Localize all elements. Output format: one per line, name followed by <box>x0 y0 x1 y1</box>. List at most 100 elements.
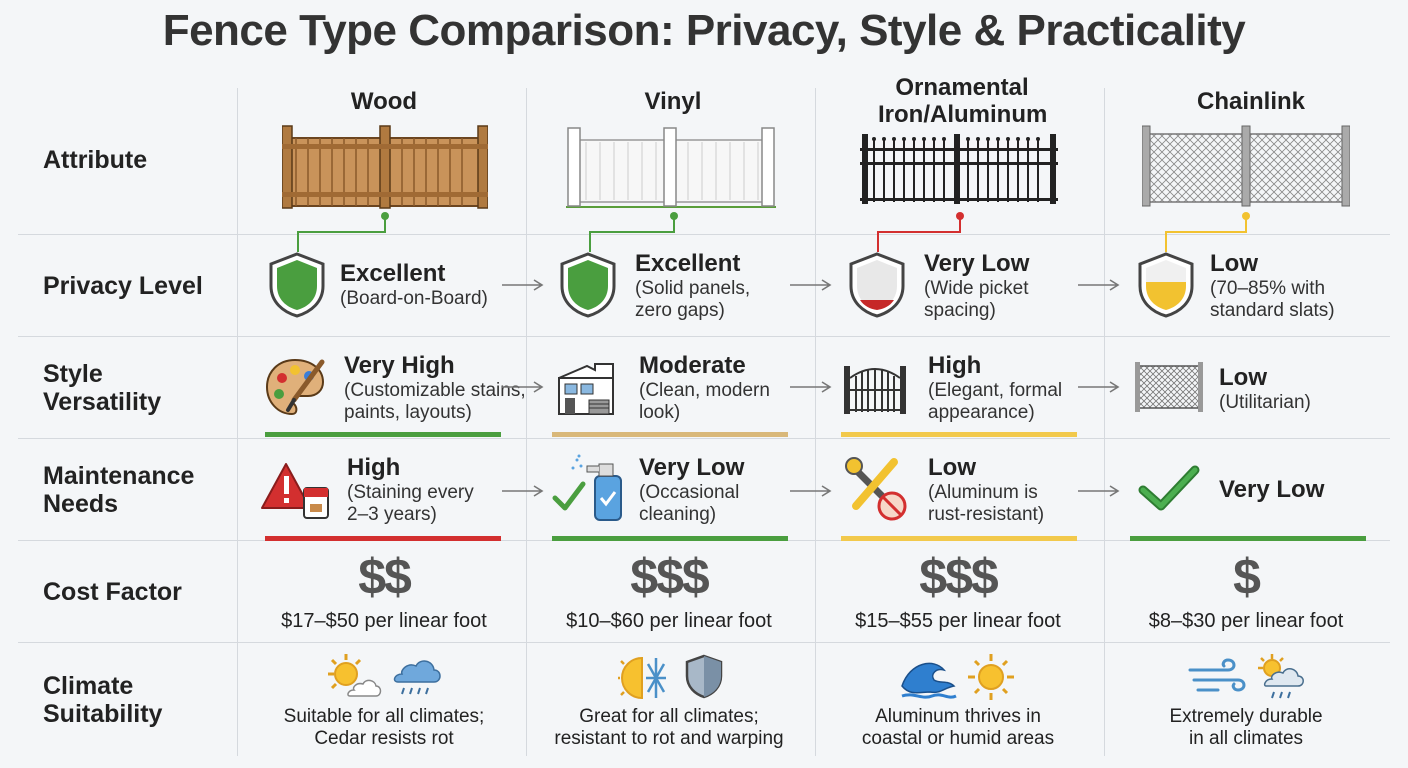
sun-icon <box>968 654 1014 700</box>
style-level: Very High <box>344 352 455 379</box>
wood-fence-icon <box>282 125 488 209</box>
style-detail: (Customizable stains, paints, layouts) <box>344 380 526 423</box>
privacy-cell-chainlink: Low (70–85% with standard slats) <box>1107 236 1395 336</box>
maintenance-cell-vinyl: Very Low (Occasional cleaning) <box>529 440 817 541</box>
arrow-right-icon <box>502 279 544 291</box>
privacy-detail: (Board-on-Board) <box>340 288 488 309</box>
row-label-maintenance: Maintenance Needs <box>43 462 195 518</box>
arrow-right-icon <box>790 381 832 393</box>
palette-icon <box>265 358 325 416</box>
modern-house-icon <box>558 363 614 415</box>
comparison-table: Attribute Privacy Level Style Versatilit… <box>0 74 1408 768</box>
cost-price: $10–$60 per linear foot <box>566 610 772 632</box>
maintenance-detail: (Staining every 2–3 years) <box>347 482 474 525</box>
rating-bar <box>265 536 501 541</box>
style-detail: (Utilitarian) <box>1219 392 1311 413</box>
privacy-detail: (70–85% with standard slats) <box>1210 278 1335 321</box>
rating-bar <box>552 536 788 541</box>
privacy-detail: (Solid panels, zero gaps) <box>635 278 751 321</box>
column-header-chainlink: Chainlink <box>1196 88 1305 115</box>
row-label-climate: Climate Suitability <box>43 672 163 728</box>
column-divider <box>1104 88 1105 756</box>
style-cell-wood: Very High (Customizable stains, paints, … <box>240 338 528 438</box>
cost-symbol: $ <box>1233 549 1261 605</box>
arrow-right-icon <box>502 381 544 393</box>
maintenance-detail: (Occasional cleaning) <box>639 482 740 525</box>
column-divider <box>815 88 816 756</box>
style-cell-chainlink: Low (Utilitarian) <box>1107 338 1395 438</box>
style-level: Low <box>1219 364 1267 391</box>
sun-rain-cloud-icon <box>1258 654 1304 699</box>
privacy-detail: (Wide picket spacing) <box>924 278 1029 321</box>
column-header-vinyl: Vinyl <box>644 88 702 115</box>
iron-connector <box>877 212 964 252</box>
style-cell-ornamental: High (Elegant, formal appearance) <box>818 338 1106 438</box>
vinyl-connector <box>589 212 678 252</box>
column-header-ornamental: Ornamental Iron/Aluminum <box>878 74 1048 128</box>
style-detail: (Elegant, formal appearance) <box>928 380 1063 423</box>
arrow-right-icon <box>1078 279 1120 291</box>
style-cell-vinyl: Moderate (Clean, modern look) <box>529 338 817 438</box>
warning-paint-icon <box>261 463 329 519</box>
style-level: High <box>928 352 982 379</box>
arrow-right-icon <box>1078 485 1120 497</box>
privacy-cell-vinyl: Excellent (Solid panels, zero gaps) <box>529 236 817 336</box>
column-divider <box>526 88 527 756</box>
shield-icon <box>685 654 723 699</box>
arrow-right-icon <box>1078 381 1120 393</box>
cost-symbol: $$ <box>358 549 412 605</box>
maintenance-level: Low <box>928 454 976 481</box>
sun-cloud-icon <box>328 654 382 697</box>
page-title: Fence Type Comparison: Privacy, Style & … <box>162 6 1246 55</box>
cost-symbol: $$$ <box>919 549 998 605</box>
rating-bar <box>841 432 1077 437</box>
checkmark-icon <box>1138 465 1200 511</box>
cost-symbol: $$$ <box>630 549 709 605</box>
privacy-level: Low <box>1210 250 1258 277</box>
maintenance-level: Very Low <box>639 454 745 481</box>
climate-text: Aluminum thrives in coastal or humid are… <box>861 706 1055 749</box>
maintenance-level: High <box>347 454 401 481</box>
arrow-right-icon <box>790 279 832 291</box>
chainlink-connector <box>1165 212 1250 252</box>
privacy-level: Excellent <box>340 260 446 287</box>
climate-text: Extremely durable in all climates <box>1169 706 1323 749</box>
privacy-cell-wood: Excellent (Board-on-Board) <box>240 236 528 336</box>
row-divider <box>18 438 1390 439</box>
vinyl-fence-icon <box>566 127 776 208</box>
climate-text: Great for all climates; resistant to rot… <box>554 706 784 749</box>
wood-connector <box>297 212 389 252</box>
column-divider <box>237 88 238 756</box>
wave-icon <box>901 662 957 699</box>
style-level: Moderate <box>639 352 746 379</box>
arrow-right-icon <box>790 485 832 497</box>
rating-bar <box>552 432 788 437</box>
shield-icon <box>560 252 616 318</box>
style-detail: (Clean, modern look) <box>639 380 770 423</box>
cost-price: $15–$55 per linear foot <box>855 610 1061 632</box>
sun-snow-icon <box>618 656 666 700</box>
privacy-level: Very Low <box>924 250 1030 277</box>
cost-price: $8–$30 per linear foot <box>1148 610 1344 632</box>
maintenance-detail: (Aluminum is rust-resistant) <box>928 482 1045 525</box>
row-label-cost: Cost Factor <box>43 578 182 606</box>
rating-bar <box>265 432 501 437</box>
row-divider <box>18 234 1390 235</box>
maintenance-cell-ornamental: Low (Aluminum is rust-resistant) <box>818 440 1106 541</box>
wind-icon <box>1188 658 1246 692</box>
rating-bar <box>841 536 1077 541</box>
shield-icon <box>1138 252 1194 318</box>
arrow-right-icon <box>502 485 544 497</box>
row-label-style: Style Versatility <box>43 360 162 416</box>
rain-cloud-icon <box>393 660 441 695</box>
row-label-attribute: Attribute <box>43 146 148 174</box>
row-label-privacy: Privacy Level <box>43 272 203 300</box>
maintenance-cell-chainlink: Very Low <box>1107 440 1395 541</box>
privacy-cell-ornamental: Very Low (Wide picket spacing) <box>818 236 1106 336</box>
maintenance-cell-wood: High (Staining every 2–3 years) <box>240 440 528 541</box>
row-divider <box>18 336 1390 337</box>
chainlink-panel-icon <box>1135 362 1203 412</box>
ornate-gate-icon <box>844 366 906 414</box>
cost-price: $17–$50 per linear foot <box>281 610 487 632</box>
iron-fence-icon <box>860 134 1058 204</box>
